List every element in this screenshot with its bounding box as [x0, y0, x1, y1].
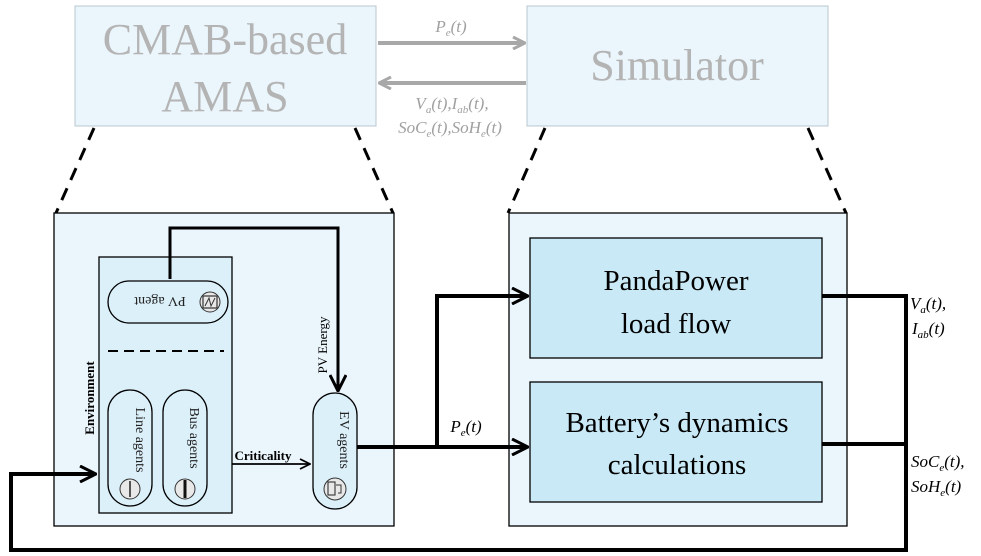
feedback-label-line2: SoCe(t),SoHe(t) [398, 118, 502, 140]
pv-agent: PV agent [107, 280, 229, 324]
pe-label-top: Pe(t) [434, 17, 467, 39]
criticality-label: Criticality [234, 448, 292, 463]
bus-agents: Bus agents [162, 389, 208, 507]
battery-title-line1: Battery’s dynamics [565, 407, 788, 439]
line-agents: Line agents [107, 389, 153, 507]
ev-agents: EV agents [312, 392, 358, 510]
line-icon [119, 478, 141, 500]
soc-output-label: SoCe(t), [911, 452, 965, 474]
bus-agents-label: Bus agents [186, 407, 201, 468]
pe-label-bottom: Pe(t) [449, 417, 482, 439]
pandapower-title-line1: PandaPower [604, 265, 749, 297]
soh-output-label: SoHe(t) [911, 477, 962, 499]
solar-panel-icon [199, 291, 221, 313]
amas-box-top: CMAB-based AMAS [74, 5, 377, 127]
pv-energy-label: PV Energy [315, 316, 330, 373]
battery-box: Battery’s dynamics calculations [529, 381, 823, 503]
feedback-label-line1: Va(t),Iab(t), [415, 94, 488, 116]
simulator-box-top: Simulator [526, 5, 829, 127]
pandapower-title-line2: load flow [621, 308, 731, 340]
bus-icon [174, 478, 196, 500]
current-output-label: Iab(t) [911, 319, 945, 341]
line-agents-label: Line agents [132, 408, 147, 473]
pe-to-pandapower-arrow [435, 296, 527, 447]
pandapower-box: PandaPower load flow [529, 237, 823, 359]
zoom-lines [54, 127, 848, 214]
battery-title-line2: calculations [608, 449, 747, 481]
simulator-title: Simulator [590, 41, 764, 90]
ev-charger-icon [323, 477, 347, 501]
amas-title-line2: AMAS [161, 72, 288, 121]
environment-label: Environment [82, 361, 97, 435]
ev-agents-label: EV agents [336, 411, 351, 469]
voltage-output-label: Va(t), [910, 294, 946, 316]
pv-energy-arrow [168, 226, 338, 390]
pv-agent-label: PV agent [134, 293, 186, 308]
amas-title-line1: CMAB-based [103, 15, 347, 64]
feedback-loop-arrow [9, 294, 908, 552]
